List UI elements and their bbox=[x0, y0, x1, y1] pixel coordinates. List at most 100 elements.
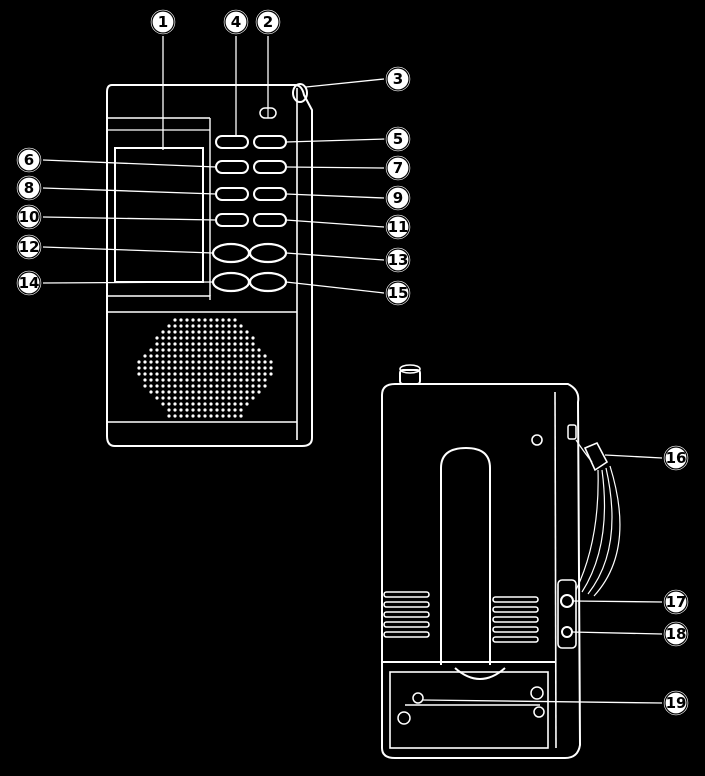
speaker-hole bbox=[197, 372, 201, 376]
speaker-hole bbox=[227, 366, 231, 370]
speaker-hole bbox=[209, 348, 213, 352]
speaker-hole bbox=[155, 384, 159, 388]
back-antenna-stub bbox=[399, 369, 421, 385]
speaker-hole bbox=[227, 348, 231, 352]
speaker-hole bbox=[173, 396, 177, 400]
speaker-hole bbox=[215, 330, 219, 334]
speaker-hole bbox=[185, 318, 189, 322]
speaker-hole bbox=[203, 384, 207, 388]
callout-label: 3 bbox=[393, 70, 403, 88]
speaker-hole bbox=[167, 360, 171, 364]
leader-line-12 bbox=[42, 246, 214, 254]
speaker-hole bbox=[191, 366, 195, 370]
speaker-hole bbox=[173, 354, 177, 358]
speaker-hole bbox=[185, 414, 189, 418]
callout-13: 13 bbox=[384, 246, 412, 274]
speaker-hole bbox=[155, 336, 159, 340]
speaker-hole bbox=[185, 402, 189, 406]
side-jack-panel bbox=[557, 579, 577, 649]
speaker-hole bbox=[221, 366, 225, 370]
speaker-hole bbox=[203, 372, 207, 376]
speaker-hole bbox=[161, 372, 165, 376]
speaker-hole bbox=[239, 408, 243, 412]
speaker-hole bbox=[197, 342, 201, 346]
callout-9: 9 bbox=[384, 184, 412, 212]
speaker-hole bbox=[203, 390, 207, 394]
speaker-hole bbox=[221, 402, 225, 406]
speaker-hole bbox=[185, 384, 189, 388]
callout-label: 13 bbox=[388, 251, 409, 269]
callout-label: 5 bbox=[393, 130, 403, 148]
speaker-hole bbox=[179, 318, 183, 322]
speaker-hole bbox=[167, 336, 171, 340]
speaker-hole bbox=[251, 378, 255, 382]
callout-3: 3 bbox=[384, 65, 412, 93]
speaker-hole bbox=[227, 378, 231, 382]
leader-line-18 bbox=[571, 631, 663, 635]
speaker-hole bbox=[173, 390, 177, 394]
speaker-hole bbox=[233, 360, 237, 364]
speaker-hole bbox=[173, 324, 177, 328]
speaker-hole bbox=[161, 336, 165, 340]
speaker-hole bbox=[227, 384, 231, 388]
speaker-hole bbox=[245, 396, 249, 400]
speaker-hole bbox=[251, 396, 255, 400]
speaker-hole bbox=[251, 348, 255, 352]
speaker-hole bbox=[209, 408, 213, 412]
speaker-hole bbox=[155, 378, 159, 382]
strap-lanyard-head bbox=[583, 441, 609, 472]
speaker-hole bbox=[185, 360, 189, 364]
speaker-hole bbox=[197, 360, 201, 364]
speaker-hole bbox=[155, 366, 159, 370]
battery-compartment bbox=[389, 671, 549, 749]
speaker-hole bbox=[203, 396, 207, 400]
speaker-hole bbox=[257, 372, 261, 376]
speaker-hole bbox=[185, 336, 189, 340]
speaker-hole bbox=[173, 366, 177, 370]
speaker-hole bbox=[233, 348, 237, 352]
speaker-hole bbox=[161, 384, 165, 388]
speaker-hole bbox=[245, 330, 249, 334]
callout-18: 18 bbox=[662, 620, 690, 648]
speaker-hole bbox=[203, 318, 207, 322]
leader-line-17 bbox=[572, 600, 663, 603]
leader-line-13 bbox=[285, 252, 385, 261]
speaker-hole bbox=[167, 342, 171, 346]
speaker-hole bbox=[185, 366, 189, 370]
vent-slot bbox=[383, 631, 430, 638]
speaker-hole bbox=[167, 378, 171, 382]
callout-11: 11 bbox=[384, 213, 412, 241]
speaker-hole bbox=[245, 336, 249, 340]
strap-cord bbox=[587, 467, 613, 595]
speaker-hole bbox=[197, 366, 201, 370]
speaker-hole bbox=[203, 324, 207, 328]
speaker-hole bbox=[215, 390, 219, 394]
speaker-hole bbox=[257, 360, 261, 364]
strap-attachment bbox=[567, 424, 577, 440]
speaker-hole bbox=[149, 372, 153, 376]
speaker-hole bbox=[203, 360, 207, 364]
speaker-hole bbox=[209, 414, 213, 418]
speaker-hole bbox=[197, 414, 201, 418]
leader-lines bbox=[42, 36, 663, 704]
speaker-hole bbox=[257, 378, 261, 382]
speaker-hole bbox=[269, 360, 273, 364]
speaker-hole bbox=[149, 360, 153, 364]
speaker-hole bbox=[215, 318, 219, 322]
speaker-hole bbox=[233, 408, 237, 412]
speaker-hole bbox=[191, 408, 195, 412]
speaker-hole bbox=[233, 324, 237, 328]
callout-12: 12 bbox=[15, 233, 43, 261]
speaker-hole bbox=[215, 378, 219, 382]
speaker-hole bbox=[161, 378, 165, 382]
speaker-hole bbox=[257, 390, 261, 394]
speaker-hole bbox=[233, 384, 237, 388]
callouts: 1 2 3 4 5 6 7 bbox=[15, 8, 690, 717]
back-antenna-top bbox=[399, 364, 421, 374]
callout-label: 9 bbox=[393, 189, 403, 207]
speaker-hole bbox=[239, 330, 243, 334]
speaker-hole bbox=[215, 348, 219, 352]
antenna-top bbox=[292, 83, 308, 103]
